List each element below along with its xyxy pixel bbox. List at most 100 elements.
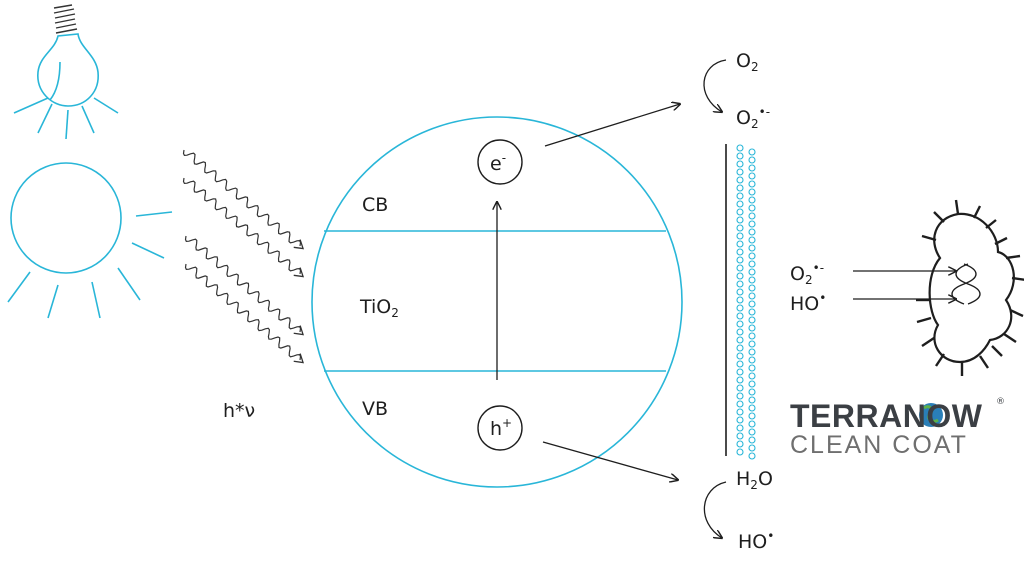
coating-dot (748, 420, 756, 428)
coating-dot (748, 340, 756, 348)
photon-energy-label: h*ν (223, 400, 256, 422)
photon-arrowhead (293, 353, 304, 364)
cilium (921, 234, 937, 242)
valence-band-label: VB (362, 398, 389, 420)
coating-dot (748, 356, 756, 364)
coating-dot (748, 404, 756, 412)
water-label: H2O (736, 468, 773, 492)
cilium (921, 337, 935, 347)
coating-dot (736, 416, 744, 424)
hole-circle (477, 405, 523, 451)
coating-dot (748, 308, 756, 316)
light-bulb-icon (13, 4, 119, 140)
coating-dot (736, 408, 744, 416)
coating-dot (748, 332, 756, 340)
photon-arrowhead (293, 325, 304, 336)
coating-dot (748, 324, 756, 332)
coating-dot (736, 368, 744, 376)
cilium (916, 316, 932, 324)
coating-dot (736, 256, 744, 264)
coating-dot (736, 312, 744, 320)
coating-dot (736, 400, 744, 408)
cilium (1009, 308, 1024, 318)
cilium (1005, 254, 1021, 260)
coating-dot (736, 376, 744, 384)
photon-waves (182, 149, 305, 364)
bacterium-icon (916, 199, 1024, 376)
coating-dot (736, 384, 744, 392)
coating-dot (736, 192, 744, 200)
sun-icon (7, 162, 173, 319)
coating-dot (736, 264, 744, 272)
coating-dot (736, 328, 744, 336)
conduction-band-label: CB (362, 194, 389, 216)
photon-wave (184, 235, 302, 333)
coating-dot (748, 412, 756, 420)
coating-dot (736, 272, 744, 280)
coating-dot (748, 300, 756, 308)
cilium (1003, 333, 1017, 343)
coating-dot (736, 176, 744, 184)
coating-dot (736, 432, 744, 440)
coating-dot (736, 336, 744, 344)
coating-dot (736, 360, 744, 368)
coating-dot (748, 204, 756, 212)
photon-arrowhead (293, 239, 305, 250)
coating-dot (748, 364, 756, 372)
coating-dot (748, 244, 756, 252)
cilium (985, 219, 997, 229)
coating-dot (748, 348, 756, 356)
coating-dot (748, 316, 756, 324)
coating-dot (748, 284, 756, 292)
coating-dot (736, 296, 744, 304)
coating-dot (748, 260, 756, 268)
coating-dot (748, 220, 756, 228)
cilium (991, 345, 1003, 357)
coating-dot (748, 268, 756, 276)
coating-dot (736, 304, 744, 312)
coating-dot (736, 216, 744, 224)
coating-dot (748, 228, 756, 236)
cilium (972, 205, 982, 219)
globe-icon (919, 403, 943, 427)
coating-dot (748, 452, 756, 460)
oxygen-reduction-arrow (703, 59, 727, 112)
material-label: TiO2 (360, 296, 399, 320)
coating-dot (736, 392, 744, 400)
oxygen-label: O2 (736, 50, 759, 74)
electron-circle (477, 139, 523, 185)
coating-dot (736, 152, 744, 160)
coating-dot (736, 224, 744, 232)
electron-transfer-arrow (544, 104, 680, 147)
coating-dot (736, 280, 744, 288)
photon-arrowhead (293, 267, 305, 278)
coating-dot (736, 248, 744, 256)
cilium (935, 353, 945, 367)
coating-dot (736, 208, 744, 216)
coating-dot (736, 344, 744, 352)
coating-dot (736, 168, 744, 176)
cilium (954, 199, 960, 215)
coating-dot (748, 196, 756, 204)
hole-label: h+ (490, 416, 513, 440)
coating-dot (736, 184, 744, 192)
coating-dot (736, 320, 744, 328)
coating-dot (736, 200, 744, 208)
coating-dot (748, 180, 756, 188)
attack-hydroxyl-label: HO• (790, 291, 827, 315)
photon-wave (182, 177, 302, 275)
coating-dot (748, 148, 756, 156)
photon-wave (182, 149, 302, 247)
electron-label: e- (490, 151, 507, 175)
logo-tagline: CLEAN COAT (790, 431, 968, 459)
coating-dot (736, 144, 744, 152)
coating-dot (736, 160, 744, 168)
cilium (933, 211, 945, 223)
coating-particles (736, 144, 756, 460)
coating-dot (748, 428, 756, 436)
coating-dot (748, 372, 756, 380)
coating-dot (748, 396, 756, 404)
logo-wordmark: TERRANOW (790, 398, 983, 434)
coating-dot (748, 156, 756, 164)
